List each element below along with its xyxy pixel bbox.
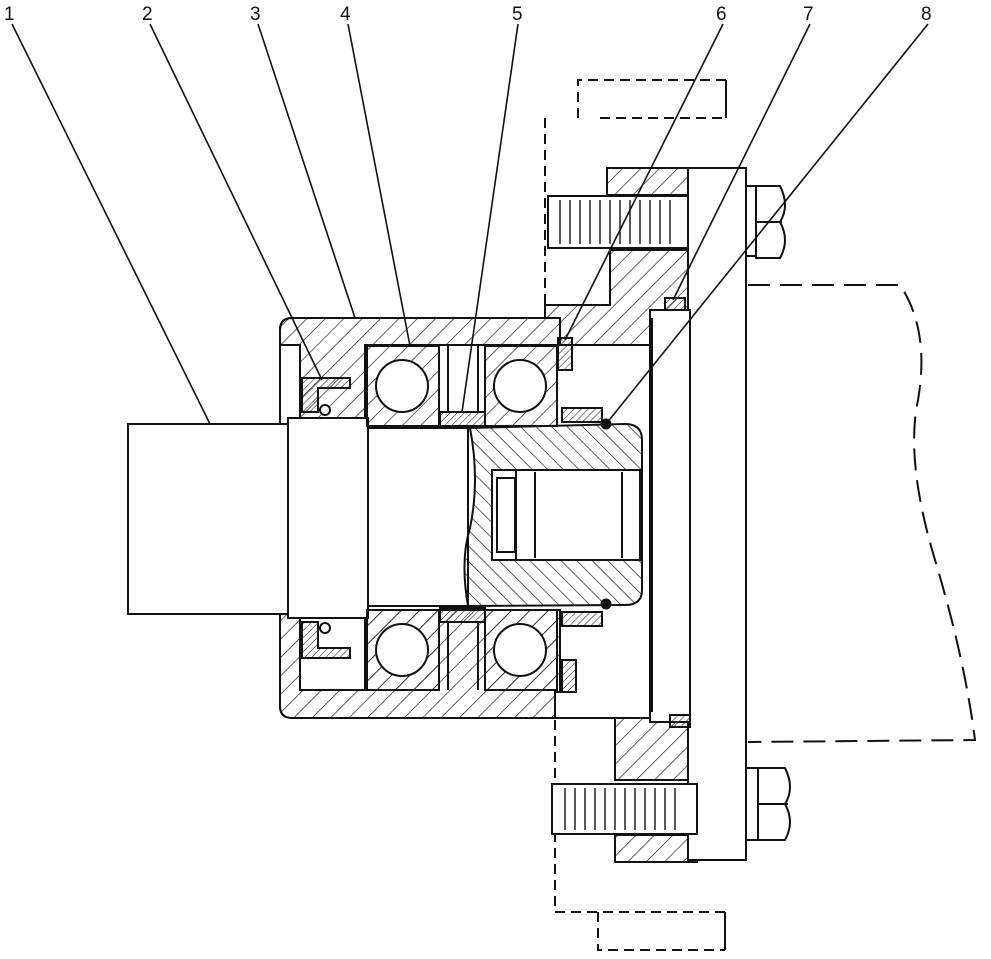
leader-5 xyxy=(461,23,519,413)
leader-6 xyxy=(564,23,724,341)
leader-3 xyxy=(257,23,356,319)
mounting-plate xyxy=(687,167,747,861)
callout-4: 4 xyxy=(340,4,351,25)
leader-7 xyxy=(672,23,811,301)
bearing-left xyxy=(366,345,440,691)
leader-lines xyxy=(11,23,929,425)
bolt-bottom xyxy=(551,767,791,841)
bearing-spacer xyxy=(439,346,486,690)
callout-5: 5 xyxy=(512,4,523,25)
callout-7: 7 xyxy=(803,4,814,25)
leader-2 xyxy=(149,23,323,381)
callout-2: 2 xyxy=(142,4,153,25)
flange-gasket xyxy=(664,297,691,728)
bearing-right xyxy=(484,345,558,691)
callout-1: 1 xyxy=(4,4,15,25)
callout-3: 3 xyxy=(250,4,261,25)
input-shaft xyxy=(127,417,469,619)
callout-6: 6 xyxy=(716,4,727,25)
callout-8: 8 xyxy=(921,4,932,25)
leader-1 xyxy=(11,23,211,425)
leader-4 xyxy=(347,23,411,347)
leader-8 xyxy=(605,23,929,425)
bolt-top xyxy=(547,185,786,259)
driven-drum-outline xyxy=(747,284,977,743)
oil-seal xyxy=(301,377,351,659)
o-ring-bottom xyxy=(600,598,612,610)
callout-labels: 1 2 3 4 5 6 7 8 xyxy=(4,4,932,25)
snap-ring xyxy=(557,337,603,693)
